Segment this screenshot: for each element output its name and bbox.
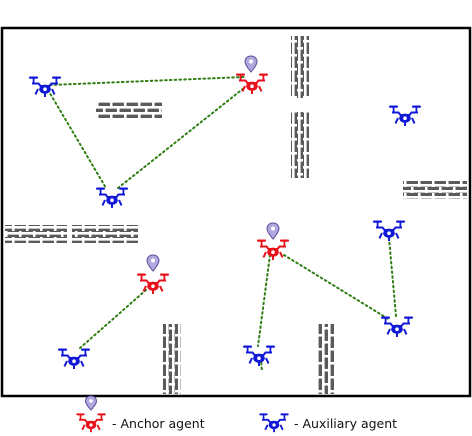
wall-bottom-center — [163, 324, 181, 394]
wall-bottom-right — [318, 324, 336, 394]
location-pin-icon — [146, 254, 160, 272]
legend-anchor-drone-icon — [76, 413, 106, 433]
link-aux2-anchor1 — [117, 87, 245, 189]
link-anchor3-aux6 — [257, 254, 271, 347]
wall-top-center — [291, 36, 309, 178]
location-pin-icon — [266, 222, 280, 240]
auxiliary-agent-icon — [373, 220, 405, 241]
legend-auxiliary-label: - Auxiliary agent — [294, 416, 397, 431]
legend: - Anchor agent - Auxiliary agent — [76, 395, 397, 433]
legend-auxiliary-drone-icon — [259, 413, 289, 433]
auxiliary-agent-icon — [96, 187, 128, 208]
legend-anchor-label: - Anchor agent — [112, 416, 205, 431]
obstacles — [5, 36, 467, 394]
link-aux1-anchor1 — [49, 76, 245, 86]
wall-right — [403, 181, 467, 199]
communication-links — [47, 76, 397, 373]
anchor-agent-icon — [137, 273, 169, 294]
auxiliary-agent-icon — [243, 345, 275, 366]
wall-upper-left — [96, 102, 162, 120]
link-aux1-aux2 — [47, 89, 107, 189]
anchor-agent-icon — [236, 73, 268, 94]
auxiliary-agent-icon — [29, 76, 61, 97]
auxiliary-agents — [29, 76, 421, 369]
link-anchor3-aux5 — [283, 254, 391, 321]
anchor-markers — [146, 55, 280, 272]
environment-border — [0, 26, 472, 398]
link-anchor2-aux7 — [79, 289, 147, 349]
auxiliary-agent-icon — [381, 316, 413, 337]
link-aux6-aux4 — [388, 237, 397, 317]
legend-anchor-marker — [84, 395, 98, 411]
wall-left — [5, 225, 138, 243]
location-pin-icon — [244, 55, 258, 73]
auxiliary-agent-icon — [58, 348, 90, 369]
anchor-agent-icon — [257, 239, 289, 260]
auxiliary-agent-icon — [389, 105, 421, 126]
